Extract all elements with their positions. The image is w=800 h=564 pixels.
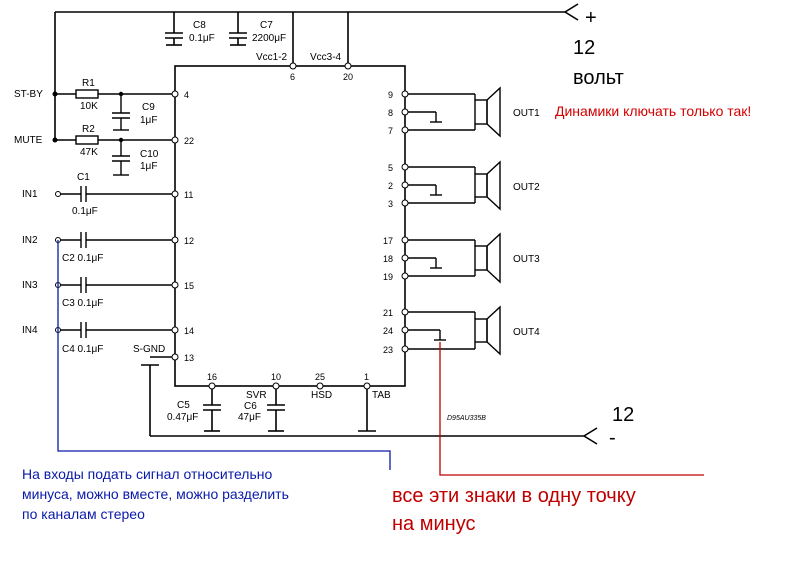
v12-bottom: 12	[612, 404, 634, 426]
right-pins	[401, 90, 409, 353]
c1-value: 0.1μF	[72, 206, 98, 217]
pin-16: 16	[207, 372, 217, 382]
st-by-label: ST-BY	[14, 89, 43, 100]
minus-sign: -	[609, 427, 616, 449]
left-pins	[171, 62, 352, 361]
c7-value: 2200μF	[252, 33, 286, 44]
r2-value: 47K	[80, 147, 98, 158]
vcc34-label: Vcc3-4	[310, 52, 342, 63]
pin-2: 2	[388, 181, 393, 191]
volt-label: вольт	[573, 67, 624, 89]
r2-label: R2	[82, 124, 95, 135]
pin-1: 1	[364, 372, 369, 382]
ground-network	[149, 365, 598, 445]
r1-value: 10K	[80, 101, 98, 112]
pin-13: 13	[184, 353, 194, 363]
pin-19: 19	[383, 272, 393, 282]
c6-label: C6	[244, 401, 257, 412]
svr-label: SVR	[246, 390, 267, 401]
chip-code: D95AU335B	[447, 415, 486, 422]
s-gnd-label: S-GND	[133, 344, 165, 355]
c10-label: C10	[140, 149, 159, 160]
pin-20: 20	[343, 72, 353, 82]
r1-label: R1	[82, 78, 95, 89]
bottom-pins	[208, 382, 371, 390]
out3-label: OUT3	[513, 254, 540, 265]
speakers-note: Динамики ключать только так!	[555, 103, 751, 119]
pin-12: 12	[184, 236, 194, 246]
pin-18: 18	[383, 254, 393, 264]
out2-label: OUT2	[513, 182, 540, 193]
pin-10: 10	[271, 372, 281, 382]
c6-value: 47μF	[238, 412, 261, 423]
output-network	[405, 86, 501, 356]
pin-23: 23	[383, 345, 393, 355]
pin-21: 21	[383, 308, 393, 318]
in1-label: IN1	[22, 189, 38, 200]
ground-note-line2: на минус	[392, 513, 475, 535]
c10-value: 1μF	[140, 161, 157, 172]
out1-label: OUT1	[513, 108, 540, 119]
in2-label: IN2	[22, 235, 38, 246]
pin-14: 14	[184, 326, 194, 336]
plus-sign: +	[585, 7, 597, 29]
hsd-label: HSD	[311, 390, 332, 401]
c4-label: C4 0.1μF	[62, 344, 103, 355]
pin-22: 22	[184, 136, 194, 146]
pin-4: 4	[184, 90, 189, 100]
ground-note-line1: все эти знаки в одну точку	[392, 485, 636, 507]
inputs-note-line3: по каналам стерео	[22, 506, 145, 522]
c3-label: C3 0.1μF	[62, 298, 103, 309]
input-network	[58, 186, 175, 366]
c9-label: C9	[142, 102, 155, 113]
pin-7: 7	[388, 126, 393, 136]
out4-label: OUT4	[513, 327, 540, 338]
tab-label: TAB	[372, 390, 391, 401]
in4-label: IN4	[22, 325, 38, 336]
pin-6: 6	[290, 72, 295, 82]
mute-label: MUTE	[14, 135, 43, 146]
input-dots	[52, 91, 124, 143]
c9-value: 1μF	[140, 115, 157, 126]
c8-label: C8	[193, 20, 206, 31]
standby-mute-network	[55, 89, 175, 176]
in3-label: IN3	[22, 280, 38, 291]
c7-label: C7	[260, 20, 273, 31]
c5-value: 0.47μF	[167, 412, 198, 423]
pin-9: 9	[388, 90, 393, 100]
pin-8: 8	[388, 108, 393, 118]
vcc12-label: Vcc1-2	[256, 52, 288, 63]
pin-5: 5	[388, 163, 393, 173]
pin-17: 17	[383, 236, 393, 246]
ic-body	[174, 65, 406, 387]
c8-value: 0.1μF	[189, 33, 215, 44]
pin-25: 25	[315, 372, 325, 382]
red-ground-line	[439, 342, 704, 476]
inputs-note-line1: На входы подать сигнал относительно	[22, 466, 272, 482]
c1-label: C1	[77, 172, 90, 183]
c2-label: C2 0.1μF	[62, 253, 103, 264]
c5-label: C5	[177, 400, 190, 411]
supply-rail	[54, 3, 579, 140]
v12-top: 12	[573, 37, 595, 59]
pin-24: 24	[383, 326, 393, 336]
inputs-note-line2: минуса, можно вместе, можно разделить	[22, 486, 289, 502]
pin-11: 11	[184, 190, 193, 200]
pin-3: 3	[388, 199, 393, 209]
blue-input-line	[57, 240, 391, 470]
pin-15: 15	[184, 281, 194, 291]
